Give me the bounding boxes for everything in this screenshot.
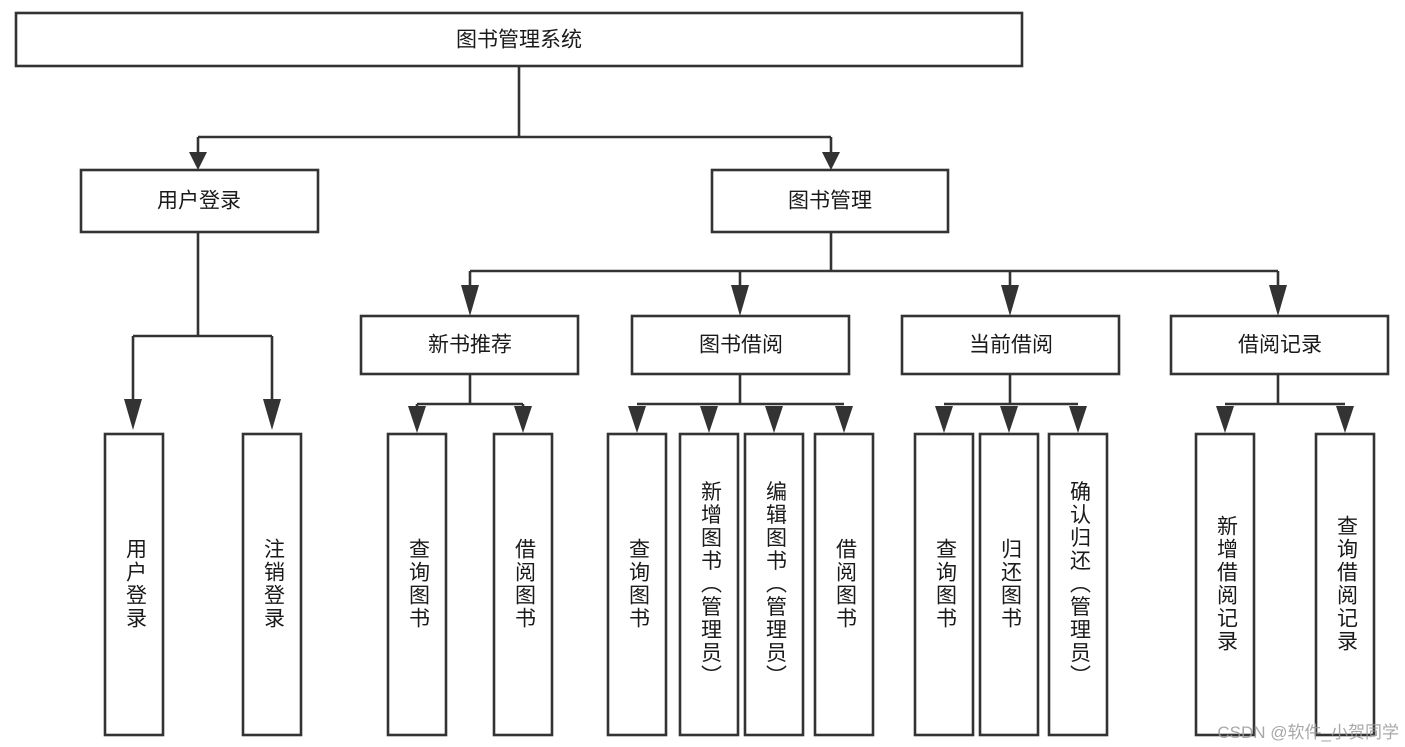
leaf-book-borrow-edit[interactable]: 编辑图书（管理员）: [743, 432, 805, 737]
arrow-head-cb-leaf-1: [935, 406, 953, 433]
node-book-borrow[interactable]: 图书借阅: [630, 314, 851, 376]
leaf-book-borrow-add-box[interactable]: [678, 432, 740, 737]
node-borrow-record-label: 借阅记录: [1238, 334, 1322, 357]
arrow-head-book-manage: [822, 152, 840, 170]
leaf-book-borrow-query-box[interactable]: [606, 432, 668, 737]
leaf-user-login-logout-box[interactable]: [241, 432, 303, 737]
leaf-new-book-borrow-box[interactable]: [492, 432, 554, 737]
leaf-current-borrow-return-box[interactable]: [978, 432, 1040, 737]
arrow-head-leaf-logout: [263, 399, 281, 430]
node-root-box[interactable]: [14, 11, 1024, 68]
leaf-new-book-query[interactable]: 查询图书: [386, 432, 448, 737]
arrow-head-br-leaf-2: [1336, 406, 1354, 433]
node-book-manage-box[interactable]: [710, 168, 950, 234]
arrow-head-book-borrow: [731, 285, 749, 316]
leaf-book-borrow-add-label: 新增图书（管理员）: [698, 481, 722, 688]
leaf-current-borrow-return-label: 归还图书: [998, 538, 1022, 630]
node-user-login-label: 用户登录: [157, 190, 241, 213]
leaf-user-login-login-label: 用户登录: [123, 538, 147, 630]
leaf-book-borrow-edit-label: 编辑图书（管理员）: [763, 481, 787, 688]
arrow-head-bb-leaf-2: [700, 406, 718, 433]
node-borrow-record-box[interactable]: [1169, 314, 1390, 376]
node-book-manage[interactable]: 图书管理: [710, 168, 950, 234]
leaf-new-book-query-label: 查询图书: [406, 538, 430, 630]
leaf-user-login-login-box[interactable]: [103, 432, 165, 737]
leaf-borrow-record-query-box[interactable]: [1314, 432, 1376, 737]
leaf-current-borrow-query-label: 查询图书: [933, 538, 957, 630]
arrow-head-nb-leaf-1: [408, 406, 426, 433]
arrow-head-br-leaf-1: [1216, 406, 1234, 433]
leaf-book-borrow-query[interactable]: 查询图书: [606, 432, 668, 737]
node-user-login[interactable]: 用户登录: [79, 168, 320, 234]
arrow-head-bb-leaf-3: [765, 406, 783, 433]
leaf-borrow-record-add-box[interactable]: [1194, 432, 1256, 737]
leaf-book-borrow-borrow-label: 借阅图书: [833, 538, 857, 630]
edge-layer: [124, 66, 1354, 433]
leaf-new-book-borrow-label: 借阅图书: [512, 538, 536, 630]
arrow-head-new-book: [461, 285, 479, 316]
leaf-current-borrow-confirm-label: 确认归还（管理员）: [1067, 481, 1091, 688]
leaf-borrow-record-add[interactable]: 新增借阅记录: [1194, 432, 1256, 737]
node-borrow-record[interactable]: 借阅记录: [1169, 314, 1390, 376]
node-book-manage-label: 图书管理: [788, 190, 872, 213]
arrow-head-bb-leaf-1: [628, 406, 646, 433]
leaf-book-borrow-query-label: 查询图书: [626, 538, 650, 630]
leaf-user-login-logout[interactable]: 注销登录: [241, 432, 303, 737]
node-book-borrow-box[interactable]: [630, 314, 851, 376]
leaf-current-borrow-return[interactable]: 归还图书: [978, 432, 1040, 737]
arrow-head-nb-leaf-2: [514, 406, 532, 433]
leaf-borrow-record-query-label: 查询借阅记录: [1334, 515, 1358, 653]
arrow-head-current-borrow: [1001, 285, 1019, 316]
leaf-borrow-record-add-label: 新增借阅记录: [1214, 515, 1238, 653]
arrow-head-bb-leaf-4: [835, 406, 853, 433]
leaf-borrow-record-query[interactable]: 查询借阅记录: [1314, 432, 1376, 737]
node-root[interactable]: 图书管理系统: [14, 11, 1024, 68]
node-new-book-recommend-label: 新书推荐: [428, 334, 512, 357]
leaf-user-login-logout-label: 注销登录: [261, 538, 285, 630]
arrow-head-leaf-user-login: [124, 399, 142, 430]
arrow-head-cb-leaf-2: [1000, 406, 1018, 433]
leaf-book-borrow-add[interactable]: 新增图书（管理员）: [678, 432, 740, 737]
leaf-book-borrow-borrow[interactable]: 借阅图书: [813, 432, 875, 737]
node-new-book-recommend[interactable]: 新书推荐: [359, 314, 580, 376]
leaf-new-book-borrow[interactable]: 借阅图书: [492, 432, 554, 737]
arrow-head-user-login: [189, 152, 207, 170]
arrow-head-cb-leaf-3: [1069, 406, 1087, 433]
leaf-current-borrow-confirm[interactable]: 确认归还（管理员）: [1047, 432, 1109, 737]
node-new-book-recommend-box[interactable]: [359, 314, 580, 376]
leaf-user-login-login[interactable]: 用户登录: [103, 432, 165, 737]
arrow-head-borrow-record: [1269, 285, 1287, 316]
leaf-book-borrow-borrow-box[interactable]: [813, 432, 875, 737]
leaf-current-borrow-confirm-box[interactable]: [1047, 432, 1109, 737]
node-current-borrow[interactable]: 当前借阅: [900, 314, 1121, 376]
node-current-borrow-label: 当前借阅: [969, 334, 1053, 357]
leaf-book-borrow-edit-box[interactable]: [743, 432, 805, 737]
leaf-current-borrow-query[interactable]: 查询图书: [913, 432, 975, 737]
node-current-borrow-box[interactable]: [900, 314, 1121, 376]
leaf-current-borrow-query-box[interactable]: [913, 432, 975, 737]
node-root-label: 图书管理系统: [456, 29, 582, 52]
node-user-login-box[interactable]: [79, 168, 320, 234]
node-book-borrow-label: 图书借阅: [699, 334, 783, 357]
leaf-new-book-query-box[interactable]: [386, 432, 448, 737]
